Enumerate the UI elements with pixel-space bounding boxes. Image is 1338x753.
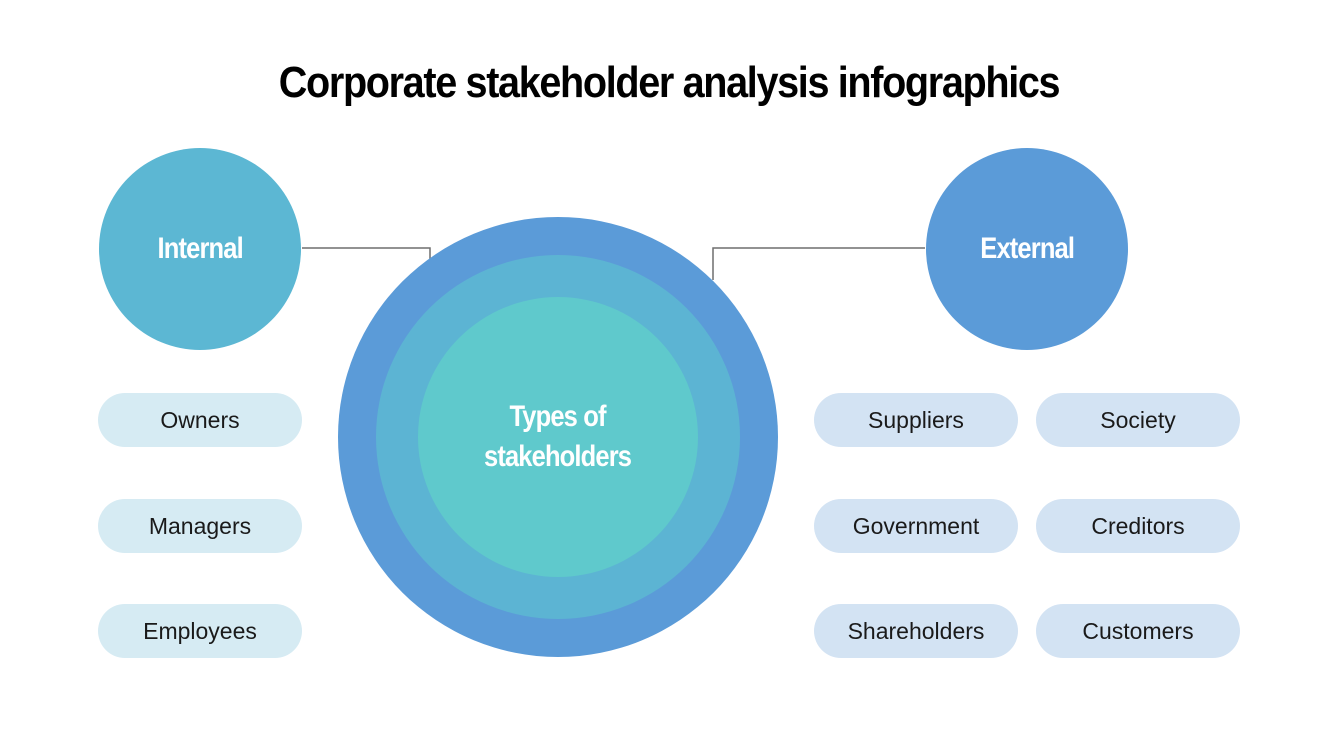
external-item-society: Society [1036, 393, 1240, 447]
external-item-shareholders: Shareholders [814, 604, 1018, 658]
internal-circle: Internal [99, 148, 301, 350]
external-item-suppliers: Suppliers [814, 393, 1018, 447]
external-item-customers: Customers [1036, 604, 1240, 658]
external-circle: External [926, 148, 1128, 350]
internal-item-managers: Managers [98, 499, 302, 553]
external-item-creditors: Creditors [1036, 499, 1240, 553]
internal-label: Internal [157, 232, 243, 265]
internal-item-employees: Employees [98, 604, 302, 658]
external-label: External [980, 232, 1075, 265]
center-label-line2: stakeholders [484, 440, 632, 473]
external-item-government: Government [814, 499, 1018, 553]
center-label-line1: Types of [509, 400, 607, 433]
external-connector [712, 247, 925, 280]
center-label: Types of stakeholders [471, 397, 644, 477]
inner-core: Types of stakeholders [418, 297, 698, 577]
internal-item-owners: Owners [98, 393, 302, 447]
page-title: Corporate stakeholder analysis infograph… [278, 58, 1061, 107]
